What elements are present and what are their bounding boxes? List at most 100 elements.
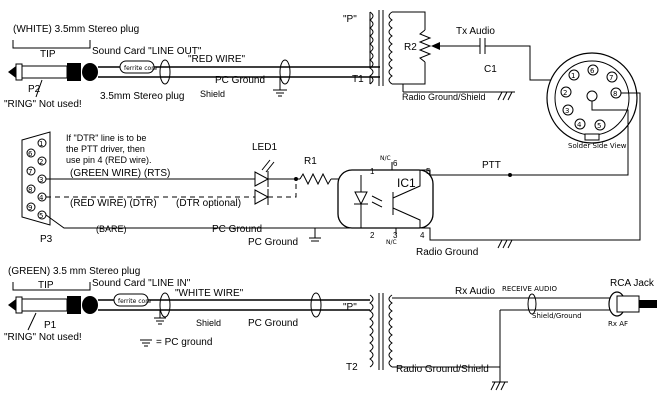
plug-p1-ref: P1 <box>44 320 57 331</box>
plug-p1-collar <box>67 296 81 314</box>
plug-p2-tip-bracket <box>12 40 91 49</box>
db9-pin-9-label: 9 <box>28 204 32 212</box>
din-pin-1 <box>568 69 580 81</box>
ic1-emitter <box>392 207 421 228</box>
note-line-1: If "DTR" line is to be <box>66 133 146 143</box>
ic1-gnd-out <box>420 227 500 241</box>
db9-pin-1 <box>37 138 47 148</box>
db9-pin-2 <box>37 156 47 166</box>
ic1-nc-bottom: N/C <box>386 239 397 246</box>
note-line-2: the PTT driver, then <box>66 144 145 154</box>
ptt-wiring: (GREEN WIRE) (RTS) (RED WIRE) (DTR) (DTR… <box>45 168 361 248</box>
db9-pin-7 <box>26 166 36 176</box>
bottom-shield-label: Shield <box>196 318 221 328</box>
plug-p1-tip-bracket <box>12 282 91 291</box>
radio-ground-top: Radio Ground/Shield <box>402 91 515 102</box>
ferrite-core-top-label: ferrite core <box>124 65 158 72</box>
led1-ref: LED1 <box>252 142 277 153</box>
rx-shield-collar <box>527 293 537 315</box>
dtr-note: If "DTR" line is to be the PTT driver, t… <box>66 133 152 165</box>
db9-pin-8 <box>26 184 36 194</box>
top-red-wire-label: "RED WIRE" <box>188 54 246 65</box>
bottom-shield-collar-1 <box>159 292 171 318</box>
top-pc-ground: PC Ground <box>215 75 265 86</box>
dtr-wire-label: (RED WIRE) (DTR) <box>70 198 157 209</box>
shield-ground-label: Shield/Ground <box>532 312 582 320</box>
ic1-pin-6: 6 <box>393 159 398 168</box>
rca-jack-label: RCA Jack <box>610 278 655 289</box>
led1-junction <box>294 177 298 181</box>
plug-p1-tip-sleeve <box>15 296 23 314</box>
db9-pin-6-label: 6 <box>28 150 33 158</box>
din-pin-7-label: 7 <box>609 74 613 82</box>
ferrite-core-bottom-label: ferrite core <box>118 298 152 305</box>
ic1-pin-3: 3 <box>393 231 398 240</box>
db9-pin-8-label: 8 <box>28 186 32 194</box>
t2-sec-bottom <box>392 310 501 368</box>
led1: LED1 <box>252 142 300 205</box>
r2-wiper <box>431 42 440 50</box>
pc-ground-legend: = PC ground <box>156 337 212 348</box>
db9-pin-1-label: 1 <box>39 140 43 148</box>
ic1-ptt-out <box>420 169 510 176</box>
soundcard-line-out: Sound Card "LINE OUT" <box>92 46 202 57</box>
r2-body <box>418 29 432 63</box>
bare-label: (BARE) <box>96 224 127 234</box>
rg-mid-hatch-2 <box>502 239 508 249</box>
db9-pin-4-label: 4 <box>39 194 44 202</box>
din-connector: 1 2 3 4 5 6 7 8 Solder Side View <box>500 52 641 241</box>
rg-bottom-hatch-1 <box>490 381 496 391</box>
rx-af-label: Rx AF <box>608 320 628 328</box>
t1-ref: T1 <box>352 74 364 85</box>
transformer-t1: "P" T1 <box>343 10 426 92</box>
optocoupler-ic1: IC1 1 2 3 4 5 6 N/C N/C PTT Radio Ground <box>337 155 515 258</box>
rx-audio-label: Rx Audio <box>455 286 495 297</box>
t2-primary-coil <box>369 294 374 368</box>
pc-ground-mid-2: PC Ground <box>248 237 298 248</box>
r1-ref: R1 <box>304 156 317 167</box>
din-solder-side: Solder Side View <box>568 142 627 150</box>
rg-mid-hatch-1 <box>497 239 503 249</box>
led1-ray-2 <box>265 161 275 173</box>
din-pin-6-label: 6 <box>590 67 595 75</box>
plug-p1-ferrule <box>82 296 98 314</box>
plug-p1-tip-label: TIP <box>38 280 54 291</box>
din-pin-3-label: 3 <box>565 107 569 115</box>
t1-polarity: "P" <box>343 14 357 25</box>
plug-p1-body <box>21 298 68 312</box>
rca-pin <box>639 300 657 308</box>
t1-sec-top <box>392 11 426 30</box>
ic1-ray-2 <box>371 201 383 208</box>
db9-connector: 6 7 8 9 1 2 3 4 5 P3 <box>21 131 53 245</box>
plug-p2-title: (WHITE) 3.5mm Stereo plug <box>13 24 139 35</box>
din-pin-5-label: 5 <box>597 122 601 130</box>
led1-ray-1 <box>261 159 271 171</box>
tx-audio-label: Tx Audio <box>456 26 495 37</box>
ferrite-core-bottom <box>113 293 149 307</box>
db9-pin-5-label: 5 <box>39 212 43 220</box>
ground-wire <box>45 212 361 229</box>
capacitor-c1: Tx Audio C1 <box>456 26 555 81</box>
ptt-label: PTT <box>482 160 501 171</box>
rg-top-hatch-2 <box>502 91 508 101</box>
top-shield-collar-1 <box>159 59 171 85</box>
t1-primary-coil <box>369 11 374 85</box>
rg-bottom-hatch-3 <box>500 381 506 391</box>
db9-pin-7-label: 7 <box>28 168 32 176</box>
plug-p2-ferrule <box>82 63 98 81</box>
rca-body <box>616 295 640 313</box>
rg-bottom-label: Radio Ground/Shield <box>396 364 489 375</box>
led1-b <box>254 189 270 205</box>
t2-ref: T2 <box>346 362 358 373</box>
bottom-cable: ferrite core "WHITE WIRE" Shield PC Grou… <box>98 288 370 348</box>
din-pin-4-label: 4 <box>577 121 582 129</box>
radio-ground-label: Radio Ground <box>416 247 478 258</box>
din-pin-2-label: 2 <box>563 89 567 97</box>
ic1-collector <box>392 170 421 199</box>
ic1-pin-1: 1 <box>370 167 375 176</box>
rg-bottom-hatch-2 <box>495 381 501 391</box>
din-pin-5 <box>594 119 606 131</box>
receive-audio-label: RECEIVE AUDIO <box>502 285 557 293</box>
top-cable: ferrite core "RED WIRE" PC Ground Shield <box>98 54 380 99</box>
